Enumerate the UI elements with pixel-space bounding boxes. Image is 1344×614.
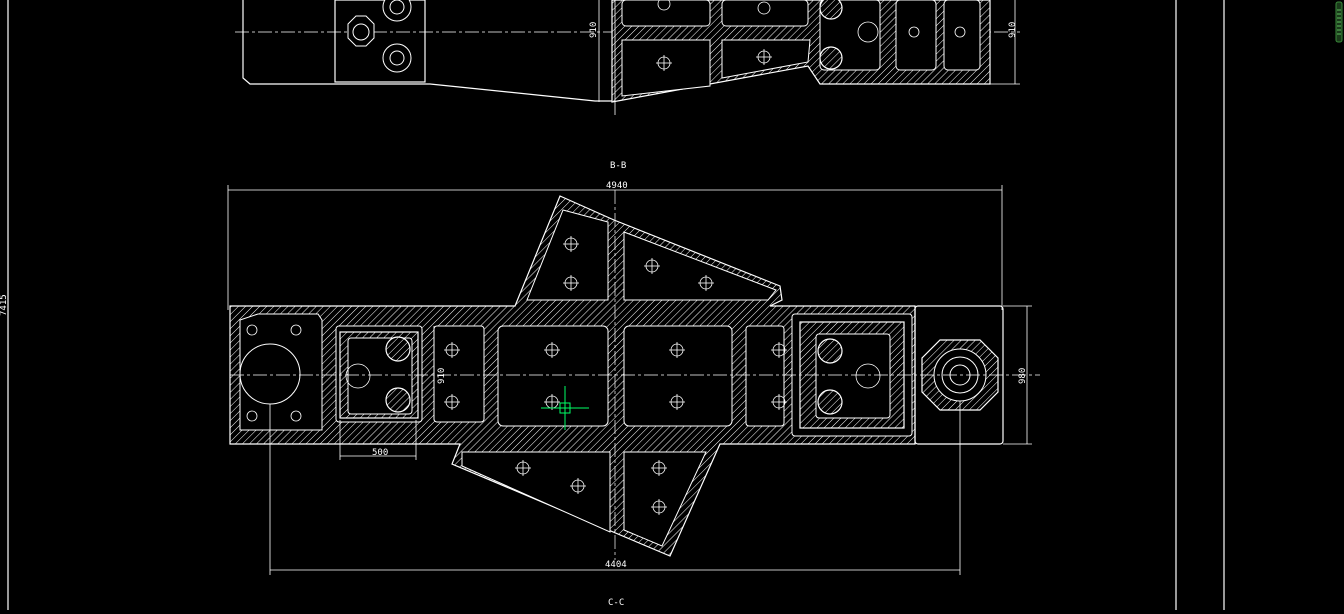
crosshair-cursor-icon (541, 386, 589, 430)
section-label-bb: B-B (610, 161, 626, 171)
dim-pocket-width: 500 (372, 448, 388, 458)
top-partial-view (235, 0, 1020, 115)
section-label-cc: C-C (608, 598, 624, 608)
drawing-frame (7, 0, 1225, 610)
dim-top-height-left: 910 (589, 22, 599, 38)
dim-overall-bottom: 4404 (605, 560, 627, 570)
dim-top-height-right: 910 (1008, 22, 1018, 38)
dim-mid-height: 910 (437, 368, 447, 384)
dimension-lines (269, 305, 1032, 575)
dim-left-edge: 7415 (0, 294, 9, 316)
vertical-scrollbar[interactable] (1334, 0, 1344, 46)
dim-right-height: 980 (1018, 368, 1028, 384)
main-section-view (229, 190, 1040, 560)
dim-overall-top: 4940 (606, 181, 628, 191)
